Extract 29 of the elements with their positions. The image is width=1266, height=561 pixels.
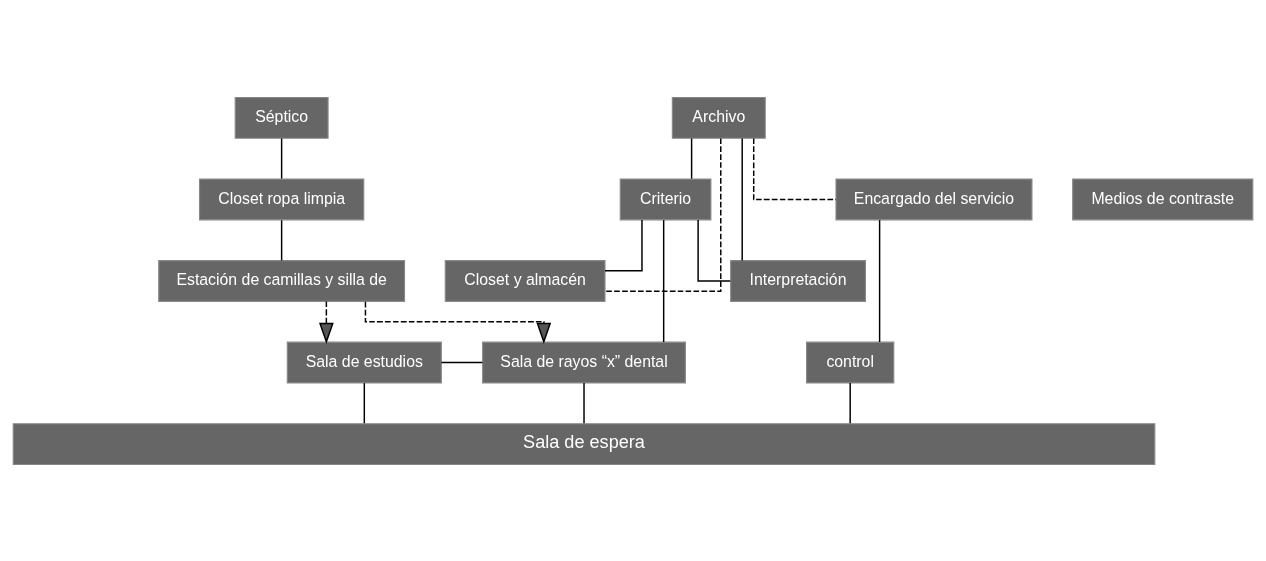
connector — [604, 137, 722, 292]
connector — [280, 137, 283, 179]
node-box: Medios de contraste — [1072, 178, 1254, 220]
node-box: Sala de estudios — [286, 341, 442, 383]
connector — [662, 218, 665, 343]
node-box: Interpretación — [730, 259, 866, 302]
connector — [363, 381, 366, 424]
node-box: Encargado del servicio — [835, 178, 1033, 220]
connector — [849, 381, 851, 424]
node-box: Sala de rayos “x” dental — [482, 341, 686, 383]
node-box: Estación de camillas y silla de — [158, 259, 406, 302]
node-box: Closet ropa limpia — [198, 178, 365, 220]
node-box: control — [806, 341, 895, 383]
connector — [878, 218, 881, 343]
arrow — [364, 300, 552, 344]
connector — [752, 137, 837, 200]
node-box: Séptico — [234, 96, 329, 139]
connector — [741, 137, 743, 261]
node-box: Closet y almacén — [444, 259, 606, 302]
connector — [604, 218, 643, 272]
node-box: Sala de espera — [12, 422, 1156, 465]
node-box: Criterio — [619, 178, 712, 220]
connector — [690, 137, 693, 179]
connector — [440, 361, 484, 363]
connector — [697, 218, 732, 282]
connector — [583, 381, 585, 424]
arrow — [319, 300, 334, 344]
connector — [280, 219, 283, 261]
node-box: Archivo — [671, 96, 766, 139]
